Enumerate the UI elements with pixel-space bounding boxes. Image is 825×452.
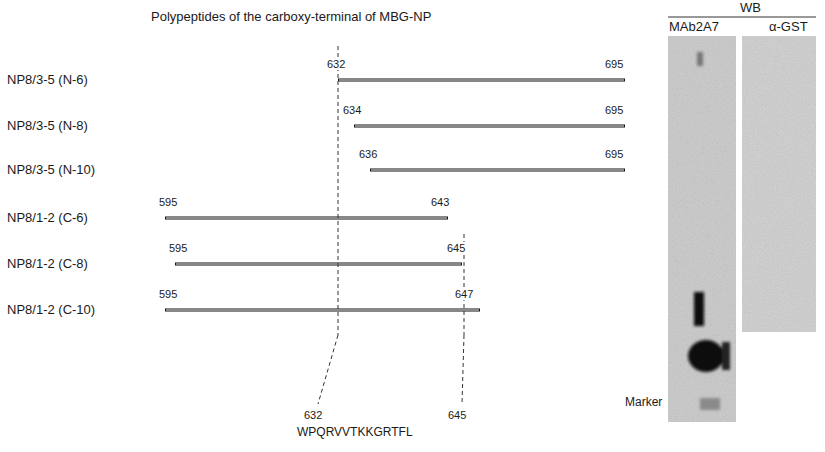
construct-label: NP8/1-2 (C-10) xyxy=(6,303,96,317)
residue-number: 632 xyxy=(326,58,346,70)
residue-number: 643 xyxy=(430,196,450,208)
header-rule xyxy=(668,17,816,18)
residue-number: 634 xyxy=(342,104,362,116)
sequence-text: WPQRVVTKKGRTFL xyxy=(296,426,414,439)
residue-number: 595 xyxy=(168,242,188,254)
line-highlight xyxy=(166,80,624,310)
residue-number: 645 xyxy=(446,242,466,254)
blot-bands xyxy=(688,52,730,410)
blot-panel xyxy=(742,36,816,332)
polypeptide-lines xyxy=(165,80,625,310)
residue-number: 645 xyxy=(447,409,467,421)
antibody-label: MAb2A7 xyxy=(668,20,720,34)
marker-label: Marker xyxy=(624,396,663,409)
residue-number: 647 xyxy=(454,288,474,300)
construct-label: NP8/3-5 (N-8) xyxy=(6,119,89,133)
residue-number: 632 xyxy=(303,409,323,421)
residue-number: 595 xyxy=(158,288,178,300)
residue-number: 595 xyxy=(158,196,178,208)
residue-number: 695 xyxy=(604,58,624,70)
blot-heading: WB xyxy=(739,1,762,15)
residue-number: 636 xyxy=(358,148,378,160)
construct-label: NP8/3-5 (N-10) xyxy=(6,163,96,177)
blot-panel xyxy=(668,36,736,422)
antibody-label: α-GST xyxy=(768,20,809,34)
construct-label: NP8/1-2 (C-8) xyxy=(6,257,89,271)
residue-number: 695 xyxy=(604,104,624,116)
blot-grain xyxy=(742,36,816,332)
blot-grain xyxy=(668,36,736,422)
construct-label: NP8/1-2 (C-6) xyxy=(6,211,89,225)
residue-number: 695 xyxy=(604,148,624,160)
figure-title: Polypeptides of the carboxy-terminal of … xyxy=(150,10,432,24)
construct-label: NP8/3-5 (N-6) xyxy=(6,73,89,87)
dashed-guides xyxy=(318,46,464,404)
